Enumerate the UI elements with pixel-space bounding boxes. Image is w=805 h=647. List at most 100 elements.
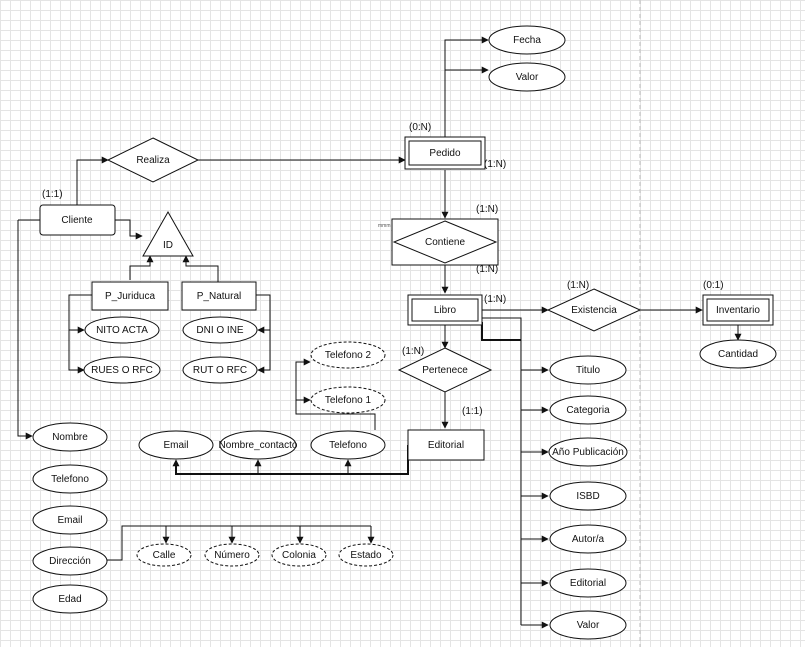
attribute-rut-rfc-label: RUT O RFC — [193, 365, 247, 376]
attribute-anio-publicacion[interactable]: Año Publicación — [548, 437, 628, 467]
entity-p-natural[interactable]: P_Natural — [181, 281, 257, 311]
relationship-contiene[interactable]: Contiene — [391, 218, 499, 266]
attribute-autor[interactable]: Autor/a — [549, 524, 627, 554]
attribute-numero[interactable]: Número — [204, 543, 260, 567]
attribute-cantidad-label: Cantidad — [718, 349, 758, 360]
attribute-valor-libro-label: Valor — [577, 620, 600, 631]
attribute-titulo-label: Titulo — [576, 365, 601, 376]
attribute-fecha[interactable]: Fecha — [488, 25, 566, 55]
connector-pjuridica-id — [129, 255, 154, 280]
connector-pedido-fecha — [444, 36, 489, 140]
specialization-id-label: ID — [163, 240, 173, 251]
attribute-nito-acta[interactable]: NITO ACTA — [84, 316, 160, 344]
attribute-nombre-label: Nombre — [52, 432, 88, 443]
entity-p-natural-label: P_Natural — [197, 291, 241, 302]
cardinality-inventario: (0:1) — [703, 280, 724, 291]
connector-telefono-2 — [295, 358, 376, 430]
attribute-nombre-contacto-label: Nombre_contacto — [219, 440, 298, 451]
cardinality-contiene-top: (1:N) — [476, 204, 498, 215]
connector-pnatural-id — [182, 255, 219, 282]
relationship-existencia[interactable]: Existencia — [546, 288, 642, 332]
tiny-label: mmm — [378, 223, 391, 229]
attribute-colonia-label: Colonia — [282, 550, 316, 561]
attribute-edad[interactable]: Edad — [32, 584, 108, 614]
attribute-isbd-label: ISBD — [576, 491, 599, 502]
attribute-edad-label: Edad — [58, 594, 81, 605]
connector-libro-attr-trunk — [482, 317, 522, 625]
attribute-autor-label: Autor/a — [572, 534, 605, 545]
attribute-valor-pedido-label: Valor — [516, 72, 539, 83]
attribute-dni-ine[interactable]: DNI O INE — [182, 316, 258, 344]
attribute-estado[interactable]: Estado — [338, 543, 394, 567]
attribute-telefono-cliente[interactable]: Telefono — [32, 464, 108, 494]
attribute-direccion-label: Dirección — [49, 556, 91, 567]
entity-libro-label: Libro — [434, 305, 457, 316]
attribute-telefono-editorial-label: Telefono — [329, 440, 367, 451]
attribute-fecha-label: Fecha — [513, 35, 541, 46]
specialization-id[interactable]: ID — [142, 210, 194, 257]
attribute-editorial[interactable]: Editorial — [549, 568, 627, 598]
entity-libro[interactable]: Libro — [407, 294, 483, 326]
attribute-telefono-2-label: Telefono 2 — [325, 350, 372, 361]
attribute-nombre[interactable]: Nombre — [32, 422, 108, 452]
connectors — [17, 36, 742, 629]
attribute-estado-label: Estado — [350, 550, 382, 561]
cardinality-existencia: (1:N) — [567, 280, 589, 291]
attribute-rut-rfc[interactable]: RUT O RFC — [182, 356, 258, 384]
entity-pedido-label: Pedido — [429, 148, 461, 159]
attribute-telefono-cliente-label: Telefono — [51, 474, 89, 485]
attribute-email-editorial[interactable]: Email — [138, 430, 214, 460]
connector-libro-bold — [481, 322, 521, 341]
entity-inventario[interactable]: Inventario — [702, 294, 774, 326]
attribute-isbd[interactable]: ISBD — [549, 481, 627, 511]
attribute-anio-publicacion-label: Año Publicación — [552, 447, 624, 458]
attribute-colonia[interactable]: Colonia — [271, 543, 327, 567]
attribute-valor-pedido[interactable]: Valor — [488, 62, 566, 92]
cardinality-cliente: (1:1) — [42, 189, 63, 200]
attribute-categoria-label: Categoria — [566, 405, 610, 416]
cardinality-libro: (1:N) — [484, 294, 506, 305]
relationship-pertenece-label: Pertenece — [422, 365, 468, 376]
attribute-titulo[interactable]: Titulo — [549, 355, 627, 385]
attribute-nombre-contacto[interactable]: Nombre_contacto — [219, 430, 298, 460]
entity-pedido[interactable]: Pedido — [404, 136, 486, 170]
attribute-nito-acta-label: NITO ACTA — [96, 325, 148, 336]
attribute-numero-label: Número — [214, 550, 250, 561]
attribute-dni-ine-label: DNI O INE — [196, 325, 244, 336]
attribute-cantidad[interactable]: Cantidad — [699, 339, 777, 369]
attribute-telefono-2[interactable]: Telefono 2 — [310, 341, 386, 369]
relationship-pertenece[interactable]: Pertenece — [397, 347, 493, 393]
attribute-valor-libro[interactable]: Valor — [549, 610, 627, 640]
attribute-email-cliente[interactable]: Email — [32, 505, 108, 535]
cardinality-pedido-out: (1:N) — [484, 159, 506, 170]
attribute-email-cliente-label: Email — [57, 515, 82, 526]
attribute-telefono-1[interactable]: Telefono 1 — [310, 386, 386, 414]
attribute-calle-label: Calle — [153, 550, 176, 561]
relationship-realiza-label: Realiza — [136, 155, 170, 166]
connector-direccion-bus — [107, 525, 371, 561]
relationship-realiza[interactable]: Realiza — [106, 137, 200, 183]
attribute-categoria[interactable]: Categoria — [549, 395, 627, 425]
entity-editorial[interactable]: Editorial — [407, 429, 485, 461]
attribute-calle[interactable]: Calle — [136, 543, 192, 567]
entity-cliente-label: Cliente — [61, 215, 93, 226]
cardinality-labels: (1:1) (0:N) (1:N) (1:N) (1:N) (1:N) (1:N… — [42, 122, 724, 417]
entity-editorial-label: Editorial — [428, 440, 464, 451]
cardinality-pertenece: (1:N) — [402, 346, 424, 357]
entity-inventario-label: Inventario — [716, 305, 760, 316]
cardinality-pedido-in: (0:N) — [409, 122, 431, 133]
attribute-telefono-editorial[interactable]: Telefono — [310, 430, 386, 460]
attribute-email-editorial-label: Email — [163, 440, 188, 451]
cardinality-contiene-bottom: (1:N) — [476, 264, 498, 275]
cardinality-editorial: (1:1) — [462, 406, 483, 417]
attribute-telefono-1-label: Telefono 1 — [325, 395, 372, 406]
attribute-editorial-label: Editorial — [570, 578, 606, 589]
attribute-direccion[interactable]: Dirección — [32, 546, 108, 576]
connector-cliente-nombre — [17, 219, 40, 436]
entity-p-juridica[interactable]: P_Juriduca — [91, 281, 169, 311]
entity-cliente[interactable]: Cliente — [39, 204, 116, 236]
connector-pnatural-rut — [256, 294, 271, 374]
attribute-rues-rfc[interactable]: RUES O RFC — [83, 356, 161, 384]
connector-cliente-realiza — [76, 156, 109, 205]
